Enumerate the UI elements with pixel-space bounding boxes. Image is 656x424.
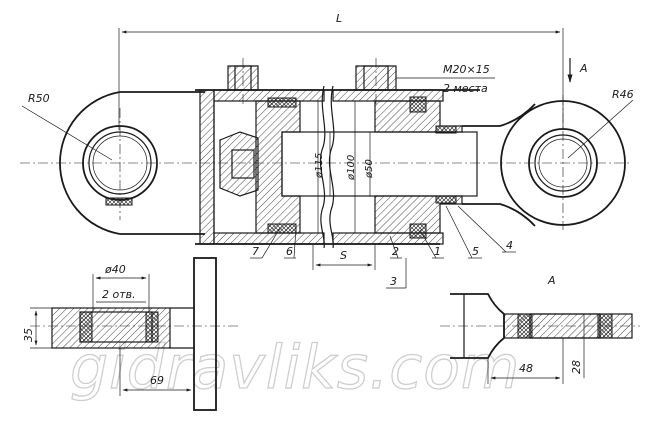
port-thread-label: M20×15 xyxy=(443,63,490,76)
view-a-title: A xyxy=(547,274,556,287)
dim-view-a-height-label: 28 xyxy=(570,360,583,374)
view-a-arrow-label: A xyxy=(579,62,588,75)
callout-6: 6 xyxy=(286,245,293,258)
overall-length-dimension: L xyxy=(118,12,564,130)
callout-4: 4 xyxy=(506,239,513,252)
dim-view-a-width-label: 48 xyxy=(519,362,533,375)
right-mounting-eye: R46 A xyxy=(462,58,634,230)
diameter-dimensions: ø115 ø100 ø50 xyxy=(314,101,375,233)
callout-7: 7 xyxy=(252,245,259,258)
dim-stroke-label: S xyxy=(340,249,347,262)
left-mounting-eye: R50 xyxy=(21,91,205,235)
callout-1: 1 xyxy=(434,245,441,258)
part-callouts: 7 6 2 3 1 5 4 xyxy=(250,205,516,289)
dim-length-label: L xyxy=(336,12,342,25)
view-a: A 48 28 xyxy=(440,274,640,384)
dim-rod-end-label: ø50 xyxy=(364,159,375,179)
dim-holes-label: 2 отв. xyxy=(102,288,136,301)
port-count-label: 2 места xyxy=(443,82,488,95)
port-callout: M20×15 2 места xyxy=(396,63,495,95)
dim-bore-label: ø115 xyxy=(314,153,325,179)
dim-rod-label: ø100 xyxy=(346,155,357,181)
callout-3: 3 xyxy=(390,275,397,288)
dim-r50-label: R50 xyxy=(28,92,50,105)
callout-5: 5 xyxy=(472,245,479,258)
callout-2: 2 xyxy=(392,245,399,258)
stroke-dimension: S xyxy=(312,244,376,270)
dim-eye-bore-label: ø40 xyxy=(104,263,126,276)
eye-section-view: ø40 2 отв. 35 69 xyxy=(22,257,240,411)
dim-eye-width-label: 35 xyxy=(22,328,35,342)
dim-eye-offset-label: 69 xyxy=(150,374,164,387)
dim-r46-label: R46 xyxy=(612,88,634,101)
cylinder-body xyxy=(195,58,480,249)
